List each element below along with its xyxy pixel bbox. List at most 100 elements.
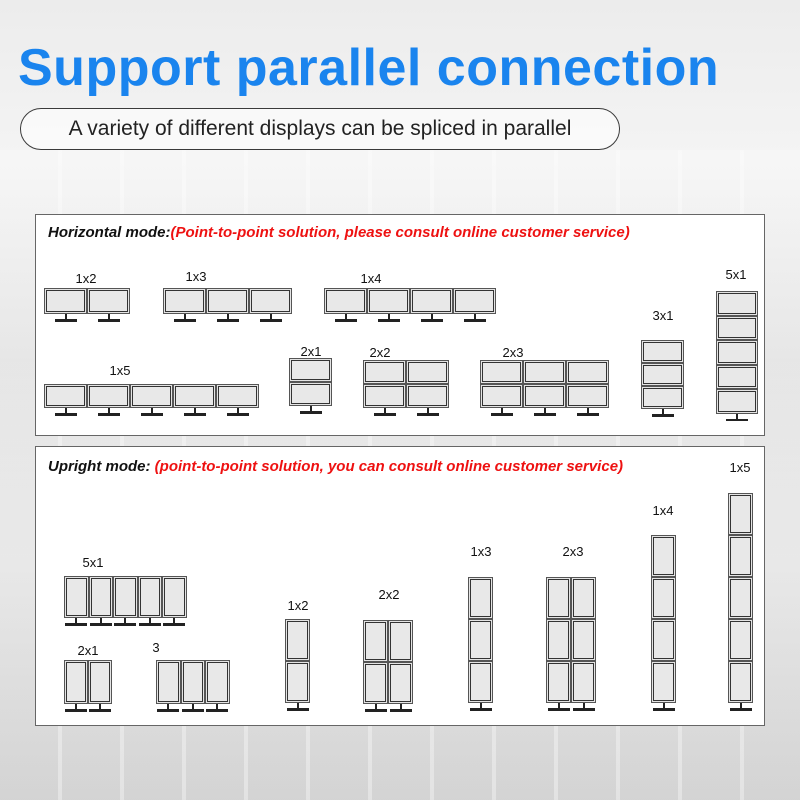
monitor-stand — [661, 409, 664, 414]
monitor-screen — [285, 661, 310, 703]
monitor-stand — [399, 704, 402, 709]
monitor-screen — [216, 384, 259, 408]
monitor-screen — [363, 620, 388, 662]
monitor-screen — [641, 386, 684, 409]
config-label-2x3: 2x3 — [502, 345, 524, 360]
monitor-screen — [453, 288, 496, 314]
monitor-screen — [716, 315, 758, 340]
monitor-foot — [181, 709, 204, 712]
monitor-stand — [543, 408, 546, 413]
monitor-screen — [289, 382, 332, 406]
monitor-stand — [191, 704, 194, 709]
monitor-screen — [363, 384, 406, 408]
monitor-stand — [124, 618, 127, 623]
monitor-foot — [97, 413, 120, 416]
monitor-stand — [173, 618, 176, 623]
monitor-foot — [54, 319, 77, 322]
monitor-foot — [373, 413, 396, 416]
monitor-screen — [523, 384, 566, 408]
monitor-stand — [662, 703, 665, 708]
monitor-screen — [716, 340, 758, 365]
monitor-screen — [651, 619, 676, 661]
monitor-foot — [138, 623, 161, 626]
monitor-screen — [289, 358, 332, 382]
monitor-foot — [364, 709, 387, 712]
monitor-screen — [88, 576, 113, 618]
monitor-stand — [383, 408, 386, 413]
monitor-stand — [64, 408, 67, 413]
monitor-screen — [173, 384, 216, 408]
monitor-foot — [114, 623, 137, 626]
config-label-3x1: 3x1 — [652, 308, 674, 323]
monitor-foot — [89, 623, 112, 626]
monitor-screen — [480, 384, 523, 408]
monitor-screen — [728, 661, 753, 703]
monitor-screen — [546, 661, 571, 703]
monitor-stand — [479, 703, 482, 708]
monitor-screen — [480, 360, 523, 384]
monitor-foot — [216, 319, 239, 322]
monitor-stand — [586, 408, 589, 413]
config-label-2x1: 2x1 — [77, 643, 99, 658]
monitor-screen — [566, 384, 609, 408]
monitor-screen — [641, 340, 684, 363]
monitor-stand — [296, 703, 299, 708]
monitor-stand — [557, 703, 560, 708]
monitor-stand — [430, 314, 433, 319]
monitor-foot — [726, 418, 748, 421]
monitor-stand — [64, 314, 67, 319]
monitor-screen — [651, 661, 676, 703]
monitor-screen — [406, 384, 449, 408]
config-label-1x3: 1x3 — [185, 269, 207, 284]
config-label-1x2: 1x2 — [75, 271, 97, 286]
monitor-stand — [344, 314, 347, 319]
config-label-5x1: 5x1 — [82, 555, 104, 570]
monitor-foot — [140, 413, 163, 416]
monitor-foot — [420, 319, 443, 322]
monitor-screen — [205, 660, 230, 704]
monitor-screen — [87, 384, 130, 408]
upright-mode-note: (point-to-point solution, you can consul… — [154, 458, 624, 475]
monitor-foot — [416, 413, 439, 416]
page-title: Support parallel connection — [18, 39, 720, 97]
monitor-foot — [89, 709, 111, 712]
monitor-stand — [148, 618, 151, 623]
monitor-stand — [374, 704, 377, 709]
config-label-3: 3 — [152, 640, 160, 655]
config-label-1x5: 1x5 — [729, 460, 751, 475]
config-label-2x1: 2x1 — [300, 344, 322, 359]
config-label-1x2: 1x2 — [287, 598, 309, 613]
monitor-screen — [716, 291, 758, 316]
monitor-foot — [469, 708, 492, 711]
monitor-screen — [571, 661, 596, 703]
monitor-stand — [226, 314, 229, 319]
monitor-screen — [523, 360, 566, 384]
monitor-stand — [236, 408, 239, 413]
monitor-screen — [363, 360, 406, 384]
monitor-screen — [180, 660, 205, 704]
monitor-stand — [150, 408, 153, 413]
monitor-foot — [286, 708, 309, 711]
monitor-stand — [309, 406, 312, 411]
monitor-stand — [216, 704, 219, 709]
monitor-foot — [65, 709, 87, 712]
monitor-screen — [728, 493, 753, 535]
monitor-screen — [716, 389, 758, 414]
monitor-foot — [576, 413, 599, 416]
monitor-screen — [571, 619, 596, 661]
monitor-screen — [651, 535, 676, 577]
horizontal-mode-title: Horizontal mode:(Point-to-point solution… — [48, 224, 630, 241]
monitor-screen — [728, 619, 753, 661]
monitor-foot — [729, 708, 752, 711]
config-label-1x5: 1x5 — [109, 363, 131, 378]
horizontal-mode-note: (Point-to-point solution, please consult… — [170, 224, 630, 241]
config-label-1x4: 1x4 — [360, 271, 382, 286]
monitor-stand — [167, 704, 170, 709]
monitor-stand — [736, 413, 738, 419]
monitor-foot — [65, 623, 88, 626]
monitor-screen — [406, 360, 449, 384]
monitor-screen — [468, 577, 493, 619]
monitor-screen — [571, 577, 596, 619]
monitor-screen — [87, 288, 130, 314]
monitor-foot — [389, 709, 412, 712]
